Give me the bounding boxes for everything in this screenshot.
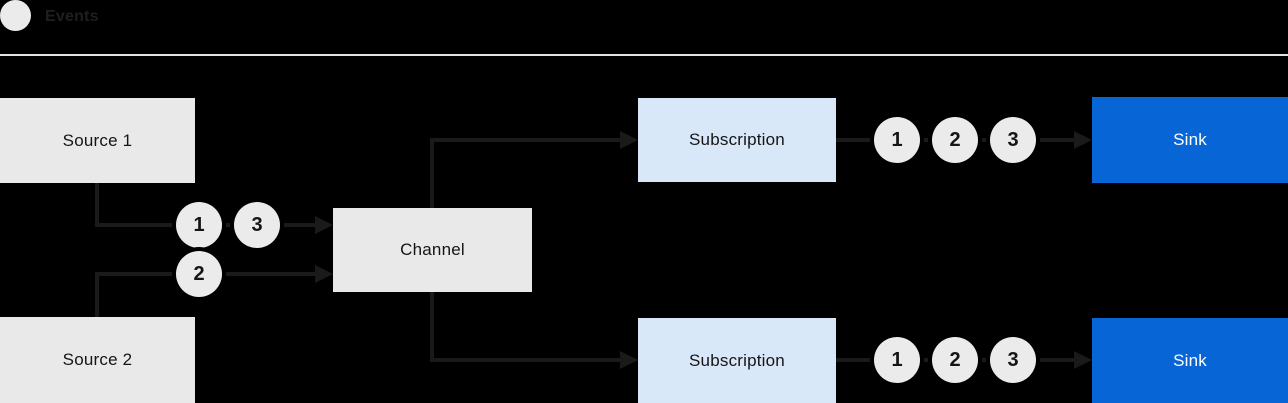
connector-channel-to-subscription-top (430, 138, 620, 142)
arrow-subscription-top-to-sink-icon (1074, 131, 1092, 149)
event-badge: 1 (176, 202, 222, 248)
arrow-channel-to-subscription-bottom-icon (620, 351, 638, 369)
events-legend-label: Events (45, 7, 99, 25)
arrow-source1-to-channel-icon (315, 216, 333, 234)
event-badge: 2 (932, 337, 978, 383)
event-badge: 3 (990, 117, 1036, 163)
node-source-2: Source 2 (0, 317, 195, 403)
connector-source2-up (95, 274, 99, 317)
connector-channel-down (430, 292, 434, 362)
node-channel-label: Channel (400, 240, 465, 259)
event-badge: 2 (176, 251, 222, 297)
node-source-1: Source 1 (0, 98, 195, 183)
arrow-source2-to-channel-icon (315, 265, 333, 283)
connector-channel-up (430, 138, 434, 210)
event-badge: 1 (874, 337, 920, 383)
node-channel: Channel (333, 208, 532, 292)
legend-divider (0, 54, 1288, 56)
node-source-2-label: Source 2 (62, 350, 133, 369)
connector-channel-to-subscription-bottom (430, 358, 620, 362)
node-subscription-bottom: Subscription (638, 318, 836, 403)
node-source-1-label: Source 1 (62, 130, 133, 150)
event-badge: 3 (990, 337, 1036, 383)
node-sink-top: Sink (1092, 97, 1288, 183)
arrow-subscription-bottom-to-sink-icon (1074, 351, 1092, 369)
event-badge: 1 (874, 117, 920, 163)
node-sink-bottom-label: Sink (1173, 350, 1207, 370)
node-subscription-bottom-label: Subscription (689, 350, 785, 370)
connector-source1-down (95, 183, 99, 227)
event-badge: 3 (234, 202, 280, 248)
node-sink-top-label: Sink (1173, 130, 1207, 149)
events-legend-icon (0, 0, 31, 31)
node-subscription-top-label: Subscription (689, 130, 785, 149)
event-badge: 2 (932, 117, 978, 163)
node-subscription-top: Subscription (638, 98, 836, 182)
arrow-channel-to-subscription-top-icon (620, 131, 638, 149)
node-sink-bottom: Sink (1092, 318, 1288, 403)
